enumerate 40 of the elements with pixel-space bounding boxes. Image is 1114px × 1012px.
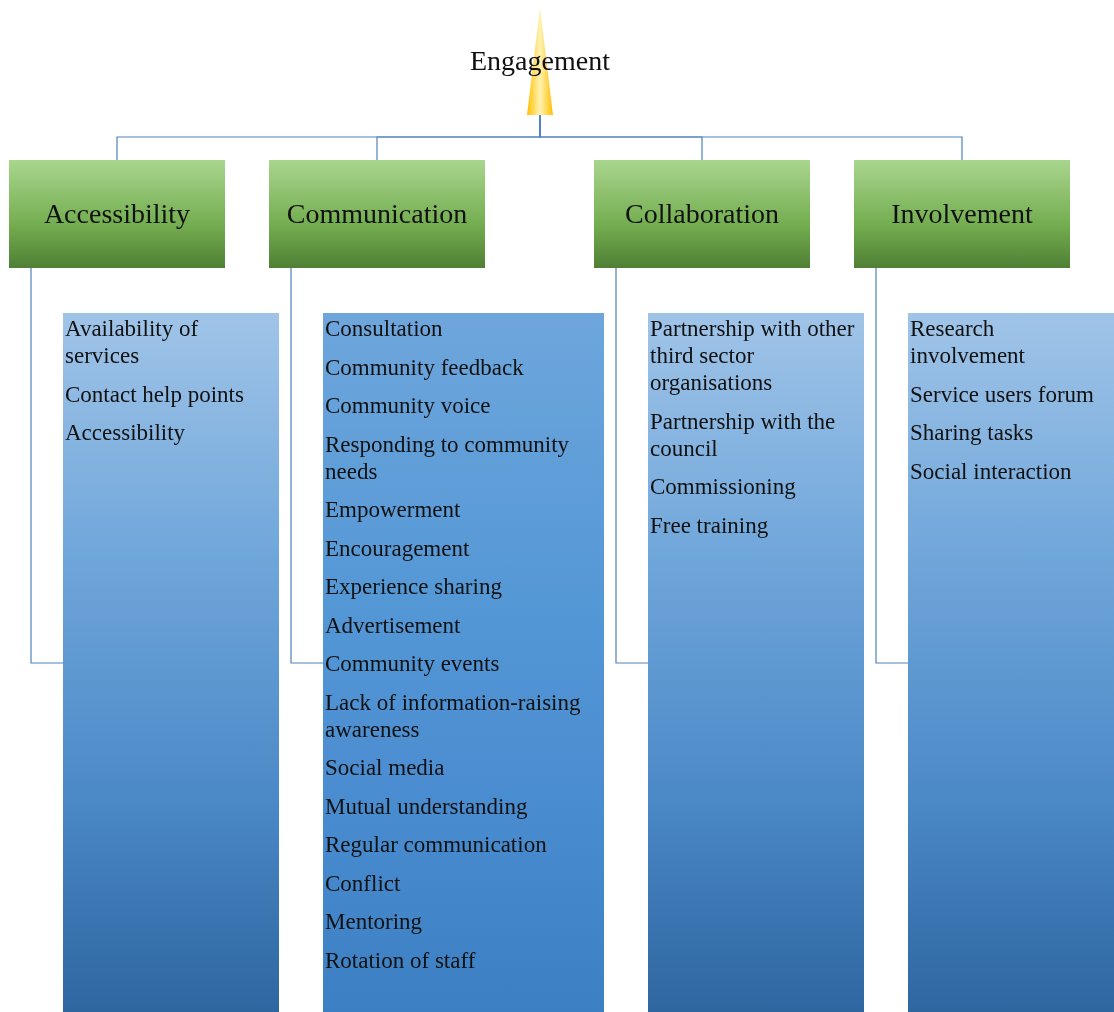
list-panel xyxy=(63,313,279,1012)
list-item: Availability of services xyxy=(65,315,200,369)
list-panel xyxy=(908,313,1114,1012)
list-item: Lack of information-raising awareness xyxy=(325,688,582,743)
list-item: Social interaction xyxy=(910,457,1073,485)
list-item: Advertisement xyxy=(325,611,462,639)
connector-line xyxy=(290,267,324,664)
category-box: Collaboration xyxy=(594,160,810,268)
list-item: Mutual understanding xyxy=(325,792,529,820)
connector-line xyxy=(30,267,64,664)
list-item: Community voice xyxy=(325,392,492,419)
list-item: Sharing tasks xyxy=(910,419,1035,446)
connector-line xyxy=(615,267,649,664)
list-item: Responding to community needs xyxy=(325,430,571,485)
list-item: Partnership with the council xyxy=(650,407,837,462)
list-item: Regular communication xyxy=(325,831,548,858)
list-item: Community feedback xyxy=(325,353,525,381)
list-item: Contact help points xyxy=(65,380,245,408)
list-item: Encouragement xyxy=(325,534,471,562)
connector-line xyxy=(875,267,909,664)
list-item: Community events xyxy=(325,650,501,677)
category-box: Involvement xyxy=(854,160,1070,268)
category-box: Communication xyxy=(269,160,485,268)
list-item: Mentoring xyxy=(325,908,424,935)
list-item: Experience sharing xyxy=(325,573,503,600)
list-item: Accessibility xyxy=(65,419,187,446)
list-item: Consultation xyxy=(325,315,444,342)
list-item: Free training xyxy=(650,511,770,539)
list-item: Research involvement xyxy=(910,315,1026,369)
list-item: Conflict xyxy=(325,869,402,897)
list-item: Service users forum xyxy=(910,380,1095,408)
list-panel xyxy=(648,313,864,1012)
category-box: Accessibility xyxy=(9,160,225,268)
list-item: Rotation of staff xyxy=(325,946,477,974)
list-item: Social media xyxy=(325,754,446,781)
list-item: Commissioning xyxy=(650,473,797,500)
connector-line xyxy=(539,114,963,161)
list-item: Partnership with other third sector organisations xyxy=(650,315,856,396)
list-panel xyxy=(323,313,604,1012)
list-item: Empowerment xyxy=(325,496,462,523)
